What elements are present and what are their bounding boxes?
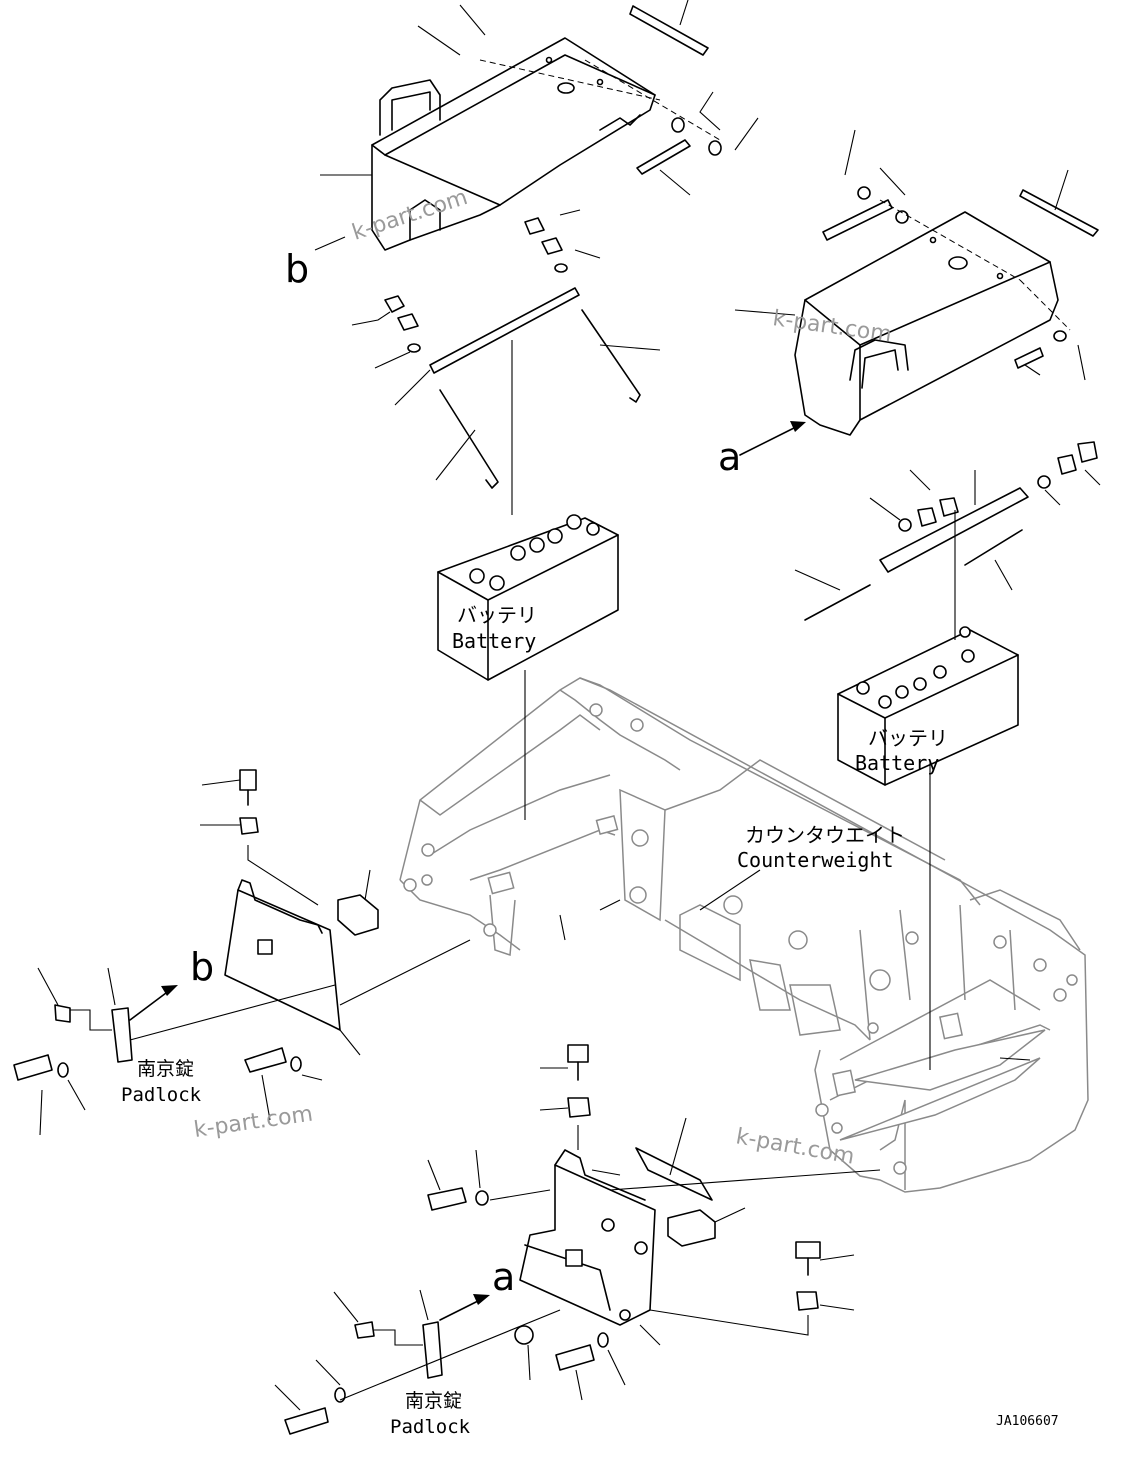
- view-label-a-top: a: [718, 435, 741, 479]
- leader-lines: [37, 0, 1101, 1411]
- hold-down-right: [804, 186, 1099, 621]
- padlock-left-label-jp: 南京錠: [137, 1058, 194, 1080]
- view-label-b-left: b: [190, 945, 214, 989]
- view-label-a-bottom: a: [492, 1255, 515, 1299]
- battery-left-label-jp: バッテリ: [457, 603, 537, 627]
- battery-left: [437, 514, 619, 681]
- padlock-bottom-label-en: Padlock: [390, 1416, 471, 1438]
- battery-cover-left: [371, 37, 656, 251]
- lock-bracket-left: [13, 769, 379, 1081]
- counterweight-label-en: Counterweight: [737, 848, 894, 872]
- view-label-b-top: b: [285, 247, 309, 291]
- padlock-left-label-en: Padlock: [121, 1084, 202, 1106]
- battery-left-label-en: Battery: [452, 629, 536, 653]
- battery-right-label-en: Battery: [855, 751, 939, 775]
- counterweight: [399, 677, 1089, 1193]
- hold-down-left: [384, 5, 722, 489]
- arrow-head-a-bottom: [473, 1294, 490, 1305]
- padlock-bottom-label-jp: 南京錠: [405, 1390, 462, 1412]
- arrow-head-b-left: [161, 985, 178, 996]
- lock-bracket-bottom: [284, 1044, 821, 1435]
- drawing-code: JA106607: [996, 1414, 1059, 1429]
- battery-right: [837, 626, 1019, 786]
- battery-right-label-jp: バッテリ: [868, 726, 948, 750]
- watermark-3: k-part.com: [192, 1102, 314, 1143]
- counterweight-label-jp: カウンタウエイト: [745, 823, 905, 847]
- arrow-head-a-top: [790, 421, 806, 432]
- view-arrows: [129, 421, 806, 1321]
- battery-cover-right: [794, 211, 1059, 436]
- assembly-dashed-lines: [479, 59, 1071, 331]
